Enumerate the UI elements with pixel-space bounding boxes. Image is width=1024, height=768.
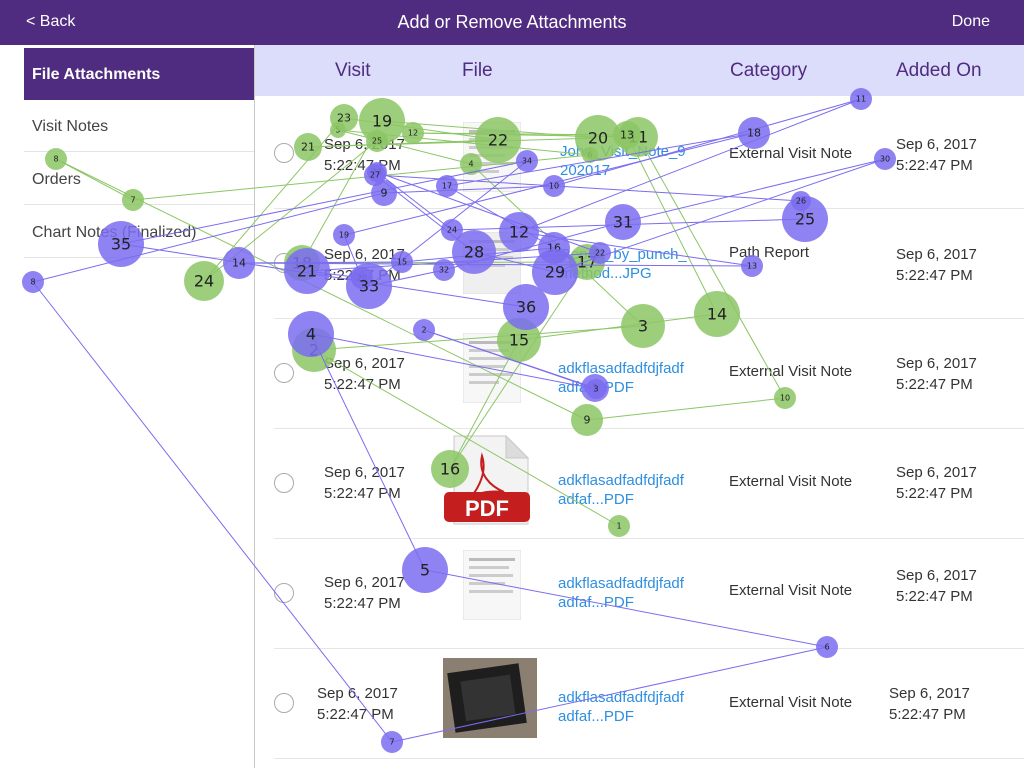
added-datetime: Sep 6, 2017 5:22:47 PM: [889, 683, 970, 725]
visit-date: Sep 6, 2017: [324, 464, 405, 481]
file-link[interactable]: adkflasadfadfdjfadf adfaf...PDF: [558, 574, 708, 612]
file-link[interactable]: adkflasadfadfdjfadf adfaf...PDF: [558, 688, 708, 726]
category-label: External Visit Note: [729, 145, 853, 162]
pdf-label: PDF: [465, 496, 509, 521]
file-name-line1: adkflasadfadfdjfadf: [558, 689, 684, 706]
added-date: Sep 6, 2017: [889, 685, 970, 702]
file-name-line2: 202017: [560, 162, 611, 179]
added-datetime: Sep 6, 2017 5:22:47 PM: [896, 244, 977, 286]
visit-date: Sep 6, 2017: [324, 136, 405, 153]
visit-datetime: Sep 6, 2017 5:22:47 PM: [324, 353, 405, 395]
file-name-line1: adkflasadfadfdjfadf: [558, 360, 684, 377]
visit-datetime: Sep 6, 2017 5:22:47 PM: [324, 462, 405, 504]
pdf-icon: PDF: [442, 434, 536, 526]
visit-time: 5:22:47 PM: [324, 157, 401, 174]
added-time: 5:22:47 PM: [896, 376, 973, 393]
file-name-line2: adfaf...PDF: [558, 491, 634, 508]
column-header-file: File: [462, 60, 493, 81]
select-radio[interactable]: [274, 363, 294, 383]
visit-time: 5:22:47 PM: [324, 485, 401, 502]
table-row[interactable]: Sep 6, 2017 5:22:47 PM adkflasadfadfdjfa…: [274, 538, 1024, 649]
added-datetime: Sep 6, 2017 5:22:47 PM: [896, 353, 977, 395]
visit-date: Sep 6, 2017: [317, 685, 398, 702]
table-row[interactable]: Sep 6, 2017 5:22:47 PM Report_by_punch_ …: [274, 208, 1024, 319]
visit-date: Sep 6, 2017: [324, 246, 405, 263]
added-date: Sep 6, 2017: [896, 246, 977, 263]
category-label: Path Report: [729, 244, 810, 261]
file-name-line2: adfaf...PDF: [558, 379, 634, 396]
done-button[interactable]: Done: [951, 13, 990, 30]
file-name-line2: adfaf...PDF: [558, 594, 634, 611]
visit-datetime: Sep 6, 2017 5:22:47 PM: [317, 683, 398, 725]
category-label: External Visit Note: [729, 694, 853, 711]
page-title: Add or Remove Attachments: [397, 12, 627, 32]
column-header-visit: Visit: [335, 60, 371, 81]
file-name-line1: adkflasadfadfdjfadf: [558, 472, 684, 489]
visit-time: 5:22:47 PM: [317, 706, 394, 723]
sidebar-item-orders[interactable]: Orders: [24, 153, 254, 205]
column-header-category: Category: [730, 60, 808, 81]
sidebar-item-chart-notes[interactable]: Chart Notes (Finalized): [24, 206, 254, 258]
select-radio[interactable]: [274, 693, 294, 713]
added-date: Sep 6, 2017: [896, 464, 977, 481]
category-label: External Visit Note: [729, 582, 853, 599]
select-radio[interactable]: [274, 253, 294, 273]
file-link[interactable]: Report_by_punch_ method...JPG: [560, 245, 710, 283]
category-label: External Visit Note: [729, 473, 853, 490]
report-thumbnail: [463, 232, 521, 294]
table-row[interactable]: Sep 6, 2017 5:22:47 PM John_Visit_Note_9…: [274, 98, 1024, 209]
file-name-line1: Report_by_punch_: [560, 246, 687, 263]
added-datetime: Sep 6, 2017 5:22:47 PM: [896, 565, 977, 607]
file-link[interactable]: John_Visit_Note_9 202017: [560, 142, 710, 180]
file-name-line1: John_Visit_Note_9: [560, 143, 686, 160]
visit-date: Sep 6, 2017: [324, 574, 405, 591]
category-label: External Visit Note: [729, 363, 853, 380]
added-time: 5:22:47 PM: [896, 588, 973, 605]
added-time: 5:22:47 PM: [896, 267, 973, 284]
select-radio[interactable]: [274, 583, 294, 603]
table-row[interactable]: Sep 6, 2017 5:22:47 PM adkflasadfadfdjfa…: [274, 318, 1024, 429]
table-row[interactable]: Sep 6, 2017 5:22:47 PM PDF adkflasadfadf…: [274, 428, 1024, 539]
file-link[interactable]: adkflasadfadfdjfadf adfaf...PDF: [558, 359, 708, 397]
added-time: 5:22:47 PM: [896, 485, 973, 502]
added-date: Sep 6, 2017: [896, 355, 977, 372]
file-name-line2: method...JPG: [560, 265, 652, 282]
document-thumbnail: [463, 333, 521, 403]
visit-datetime: Sep 6, 2017 5:22:47 PM: [324, 572, 405, 614]
document-thumbnail: [463, 122, 521, 192]
added-date: Sep 6, 2017: [896, 136, 977, 153]
select-radio[interactable]: [274, 143, 294, 163]
navigation-bar: < Back Add or Remove Attachments Done: [0, 0, 1024, 45]
added-date: Sep 6, 2017: [896, 567, 977, 584]
added-datetime: Sep 6, 2017 5:22:47 PM: [896, 134, 977, 176]
added-datetime: Sep 6, 2017 5:22:47 PM: [896, 462, 977, 504]
back-button[interactable]: < Back: [26, 13, 76, 30]
visit-time: 5:22:47 PM: [324, 267, 401, 284]
visit-time: 5:22:47 PM: [324, 376, 401, 393]
visit-datetime: Sep 6, 2017 5:22:47 PM: [324, 244, 405, 286]
added-time: 5:22:47 PM: [896, 157, 973, 174]
added-time: 5:22:47 PM: [889, 706, 966, 723]
file-name-line1: adkflasadfadfdjfadf: [558, 575, 684, 592]
column-header-added-on: Added On: [896, 60, 982, 81]
file-link[interactable]: adkflasadfadfdjfadf adfaf...PDF: [558, 471, 708, 509]
file-name-line2: adfaf...PDF: [558, 708, 634, 725]
visit-time: 5:22:47 PM: [324, 595, 401, 612]
table-row[interactable]: Sep 6, 2017 5:22:47 PM adkflasadfadfdjfa…: [274, 648, 1024, 759]
sidebar-item-file-attachments[interactable]: File Attachments: [24, 48, 254, 100]
visit-datetime: Sep 6, 2017 5:22:47 PM: [324, 134, 405, 176]
select-radio[interactable]: [274, 473, 294, 493]
sidebar: File Attachments Visit Notes Orders Char…: [0, 45, 255, 768]
table-header: Visit File Category Added On: [255, 45, 1024, 96]
sidebar-item-visit-notes[interactable]: Visit Notes: [24, 100, 254, 152]
photo-thumbnail: [443, 658, 537, 738]
document-thumbnail: [463, 550, 521, 620]
visit-date: Sep 6, 2017: [324, 355, 405, 372]
